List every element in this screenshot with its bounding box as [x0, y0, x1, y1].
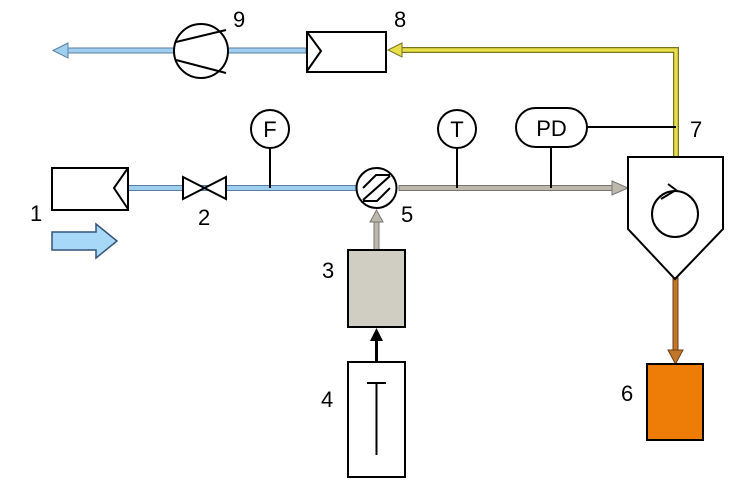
flow-direction-arrow — [51, 222, 119, 260]
pressure-sensor: PD — [515, 107, 588, 148]
exhaust-pump — [173, 23, 229, 79]
filter — [306, 31, 387, 73]
tank-feed-arrowhead — [370, 328, 383, 341]
label-3: 3 — [322, 258, 334, 283]
powder-feed-arrowhead — [369, 208, 384, 223]
flow-meter: F — [250, 109, 290, 149]
label-4: 4 — [321, 387, 333, 412]
temperature-sensor-label: T — [450, 117, 463, 142]
product-collector — [646, 363, 704, 441]
powder-feed-line — [369, 208, 384, 251]
label-2: 2 — [198, 205, 210, 230]
mixer — [355, 167, 398, 209]
storage-tank — [347, 361, 406, 478]
label-7: 7 — [690, 117, 702, 142]
exhaust-line — [386, 42, 679, 158]
mixture-arrowhead — [611, 180, 630, 196]
label-6: 6 — [621, 381, 633, 406]
outlet-arrowhead — [51, 42, 69, 59]
cyclone-separator — [627, 156, 724, 281]
pressure-sensor-label: PD — [536, 116, 567, 141]
flow-meter-label: F — [263, 117, 276, 142]
label-8: 8 — [394, 7, 406, 32]
tank-feed-line — [370, 328, 383, 362]
air-supply-line — [127, 185, 357, 191]
valve — [182, 175, 227, 201]
label-1: 1 — [30, 201, 42, 226]
product-arrowhead — [667, 349, 684, 366]
powder-feeder — [347, 249, 406, 328]
air-source — [51, 167, 129, 211]
exhaust-arrowhead — [386, 42, 403, 58]
mixture-line — [398, 180, 630, 196]
temperature-sensor: T — [437, 109, 477, 149]
product-line — [667, 277, 684, 366]
label-9: 9 — [233, 7, 245, 32]
label-5: 5 — [401, 202, 413, 227]
